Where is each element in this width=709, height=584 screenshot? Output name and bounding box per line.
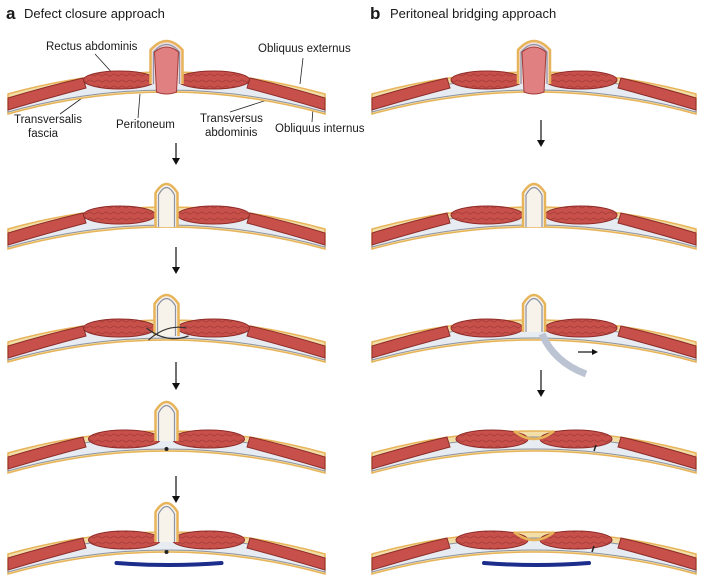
arrow-a-1-head [172, 158, 180, 165]
panel-a-stage-1 [7, 39, 326, 115]
right-oblique-muscle [617, 325, 697, 359]
herniated-bowel [521, 46, 547, 95]
left-oblique-muscle [371, 212, 451, 246]
left-oblique-muscle [7, 212, 87, 246]
right-oblique-muscle [246, 212, 326, 246]
peritoneal-flap [538, 332, 588, 378]
left-rectus-muscle [83, 318, 156, 338]
right-rectus-muscle [172, 530, 245, 550]
panel-a-stage-5 [7, 501, 326, 575]
hernia-sac [153, 293, 180, 336]
panel-b-title: Peritoneal bridging approach [390, 6, 556, 21]
left-oblique-muscle [371, 325, 451, 359]
hernia-sac [154, 501, 179, 542]
left-rectus-muscle [83, 205, 156, 225]
arrow-b-2-head [537, 390, 545, 397]
panel-b-stage-1 [371, 39, 697, 115]
suture-knot [164, 447, 169, 451]
mesh [482, 561, 591, 567]
hernia-sac [521, 182, 547, 227]
left-oblique-muscle [371, 537, 451, 571]
right-oblique-muscle [246, 77, 326, 111]
arrow-b-1-head [537, 140, 545, 147]
right-oblique-muscle [617, 537, 697, 571]
suture [148, 326, 187, 341]
left-rectus-muscle [88, 530, 161, 550]
left-rectus-muscle [450, 205, 524, 225]
panel-a-stage-2 [7, 182, 326, 250]
label-obliquus-externus: Obliquus externus [258, 43, 351, 55]
herniated-bowel [153, 46, 180, 95]
arrow-a-4-head [172, 496, 180, 503]
panel-b-stage-5 [371, 530, 697, 575]
hernia-sac [154, 182, 179, 227]
label-rectus-abdominis: Rectus abdominis [46, 41, 138, 53]
panel-a-stage-4 [7, 400, 326, 474]
right-rectus-muscle [172, 429, 245, 449]
suture-knot [164, 550, 169, 554]
label-obliquus-internus: Obliquus internus [275, 123, 365, 135]
panel-b-stage-2 [371, 182, 697, 250]
right-rectus-muscle [177, 205, 250, 225]
label-abdominis: abdominis [205, 127, 258, 139]
right-oblique-muscle [246, 325, 326, 359]
label-peritoneum: Peritoneum [116, 119, 175, 131]
suture [146, 327, 189, 340]
mesh [114, 561, 224, 567]
right-rectus-muscle [544, 70, 618, 90]
right-oblique-muscle [617, 436, 697, 470]
left-oblique-muscle [371, 436, 451, 470]
hernia-sac [521, 293, 547, 332]
panel-a-letter: a [6, 4, 16, 23]
panel-b-stage-3 [371, 293, 697, 378]
suture-knot [593, 444, 597, 452]
left-rectus-muscle [450, 70, 524, 90]
left-oblique-muscle [7, 537, 87, 571]
left-oblique-muscle [7, 436, 87, 470]
hernia-sac [154, 400, 179, 441]
left-rectus-muscle [88, 429, 161, 449]
right-oblique-muscle [246, 537, 326, 571]
left-oblique-muscle [371, 77, 451, 111]
arrow-a-3-head [172, 383, 180, 390]
right-rectus-muscle [544, 205, 618, 225]
right-rectus-muscle [544, 318, 618, 338]
left-oblique-muscle [7, 325, 87, 359]
bridged-defect [513, 531, 555, 542]
right-oblique-muscle [617, 77, 697, 111]
right-rectus-muscle [177, 70, 250, 90]
left-oblique-muscle [7, 77, 87, 111]
label-transversalis: Transversalis [14, 114, 82, 126]
left-rectus-muscle [83, 70, 156, 90]
right-rectus-muscle [177, 318, 250, 338]
right-oblique-muscle [246, 436, 326, 470]
panel-b-letter: b [370, 4, 380, 23]
panel-a-title: Defect closure approach [24, 6, 165, 21]
panel-a-stage-3 [7, 293, 326, 363]
suture-knot [591, 545, 595, 553]
label-transversus: Transversus [200, 113, 263, 125]
arrow-a-2-head [172, 267, 180, 274]
label-fascia: fascia [28, 128, 59, 140]
left-rectus-muscle [450, 318, 524, 338]
bridged-defect [513, 430, 555, 441]
right-oblique-muscle [617, 212, 697, 246]
panel-b-stage-4 [371, 429, 697, 474]
